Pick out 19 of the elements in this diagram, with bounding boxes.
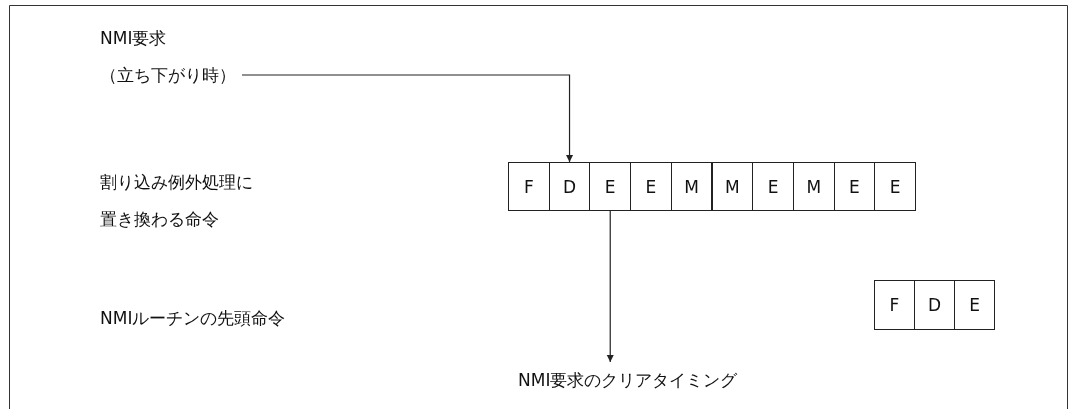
pipeline-stage-box: D bbox=[548, 162, 591, 211]
signal-label: NMI要求（立ち下がり時） bbox=[100, 20, 247, 94]
pipeline-stage-box: F bbox=[508, 162, 550, 211]
pipeline-stage-box: D bbox=[914, 280, 955, 330]
pipeline-stage-box: M bbox=[792, 162, 835, 211]
timing-label: NMI要求のクリアタイミング bbox=[518, 362, 738, 399]
pipeline-stage-box: F bbox=[874, 280, 915, 330]
pipeline-stage-box: M bbox=[711, 162, 754, 211]
row-label: NMIルーチンの先頭命令 bbox=[100, 307, 286, 330]
arrow bbox=[606, 210, 614, 363]
pipeline-stage-box: E bbox=[752, 162, 794, 211]
pipeline-stage-box: E bbox=[874, 162, 916, 211]
pipeline-stage-box: E bbox=[630, 162, 672, 211]
pipeline-stage-box: E bbox=[589, 162, 632, 211]
pipeline-stage-box: M bbox=[670, 162, 713, 211]
row-label: 割り込み例外処理に置き換わる命令 bbox=[100, 171, 254, 231]
pipeline-stage-box: E bbox=[833, 162, 876, 211]
arrow bbox=[241, 74, 574, 163]
pipeline-stage-box: E bbox=[954, 280, 995, 330]
